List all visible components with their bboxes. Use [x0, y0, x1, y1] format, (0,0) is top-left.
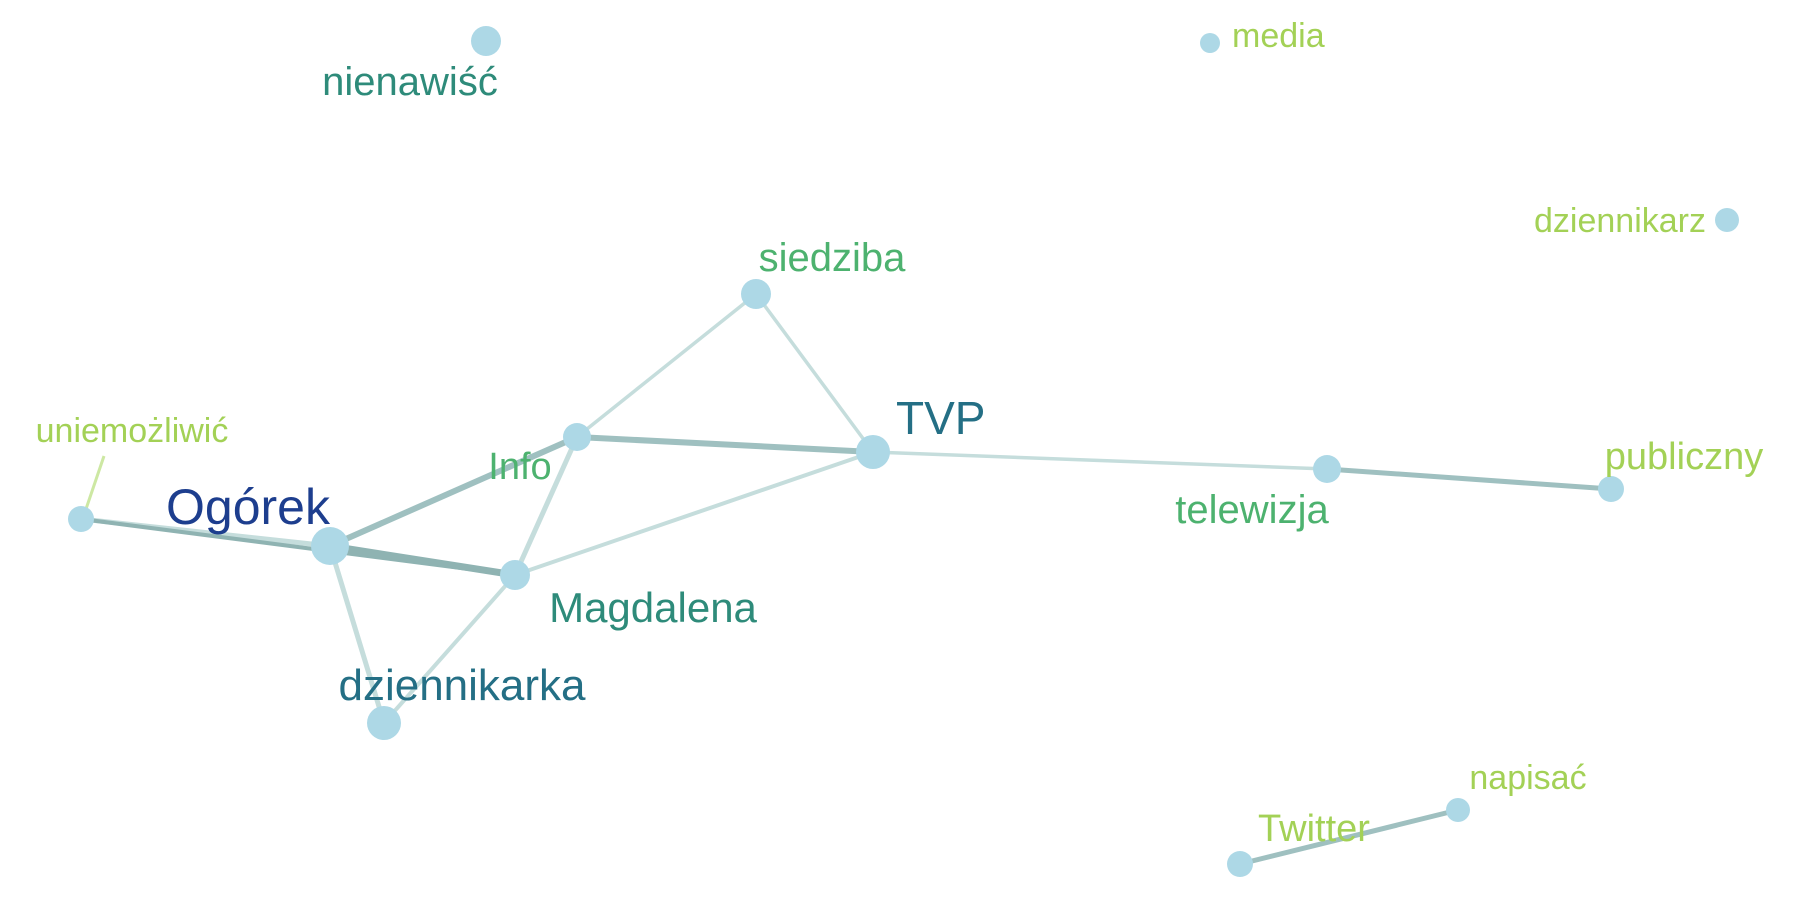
- node-label-uniemozliwic: uniemożliwić: [36, 412, 229, 450]
- node-dziennikarka: [367, 706, 401, 740]
- node-media: [1200, 33, 1220, 53]
- node-info: [563, 423, 591, 451]
- edge-telewizja-publiczny: [1324, 466, 1614, 492]
- node-uniemozliwic: [68, 506, 94, 532]
- node-label-info: Info: [488, 446, 551, 488]
- edge-info-tvp: [574, 434, 876, 455]
- node-siedziba: [741, 279, 771, 309]
- node-layer: [68, 26, 1739, 877]
- node-label-magdalena: Magdalena: [549, 584, 757, 631]
- edge-ogorek-magdalena: [326, 542, 519, 579]
- node-nienawisc: [471, 26, 501, 56]
- edge-siedziba-tvp: [754, 292, 875, 454]
- node-label-siedziba: siedziba: [759, 236, 907, 280]
- edge-magdalena-dziennikarka: [382, 573, 517, 725]
- node-label-dziennikarz: dziennikarz: [1534, 202, 1706, 240]
- edge-info-siedziba: [575, 292, 758, 439]
- node-twitter: [1227, 851, 1253, 877]
- node-dziennikarz: [1715, 208, 1739, 232]
- node-ogorek: [311, 527, 349, 565]
- node-label-napisac: napisać: [1469, 759, 1586, 797]
- edge-ogorek-info: [327, 434, 580, 549]
- edge-twitter-napisac: [1237, 807, 1461, 867]
- edge-magdalena-tvp: [513, 450, 875, 577]
- node-telewizja: [1313, 455, 1341, 483]
- node-tvp: [856, 435, 890, 469]
- node-publiczny: [1598, 476, 1624, 502]
- node-label-publiczny: publiczny: [1605, 436, 1763, 478]
- node-label-media: media: [1232, 17, 1325, 55]
- edge-ogorek-dziennikarka: [327, 543, 387, 726]
- node-label-telewizja: telewizja: [1175, 488, 1329, 532]
- node-magdalena: [500, 560, 530, 590]
- edge-info-magdalena: [512, 434, 580, 578]
- edge-tvp-telewizja: [871, 450, 1329, 471]
- label-layer: nienawiść media dziennikarz siedziba uniemoż…: [36, 17, 1764, 850]
- node-label-ogorek: Ogórek: [166, 479, 331, 535]
- node-label-nienawisc: nienawiść: [322, 60, 498, 104]
- node-label-tvp: TVP: [896, 392, 985, 444]
- edge-layer: [78, 292, 1614, 867]
- label-leader-uniemozliwic: [84, 455, 106, 510]
- node-label-twitter: Twitter: [1258, 808, 1370, 850]
- node-napisac: [1446, 798, 1470, 822]
- node-label-dziennikarka: dziennikarka: [338, 661, 586, 710]
